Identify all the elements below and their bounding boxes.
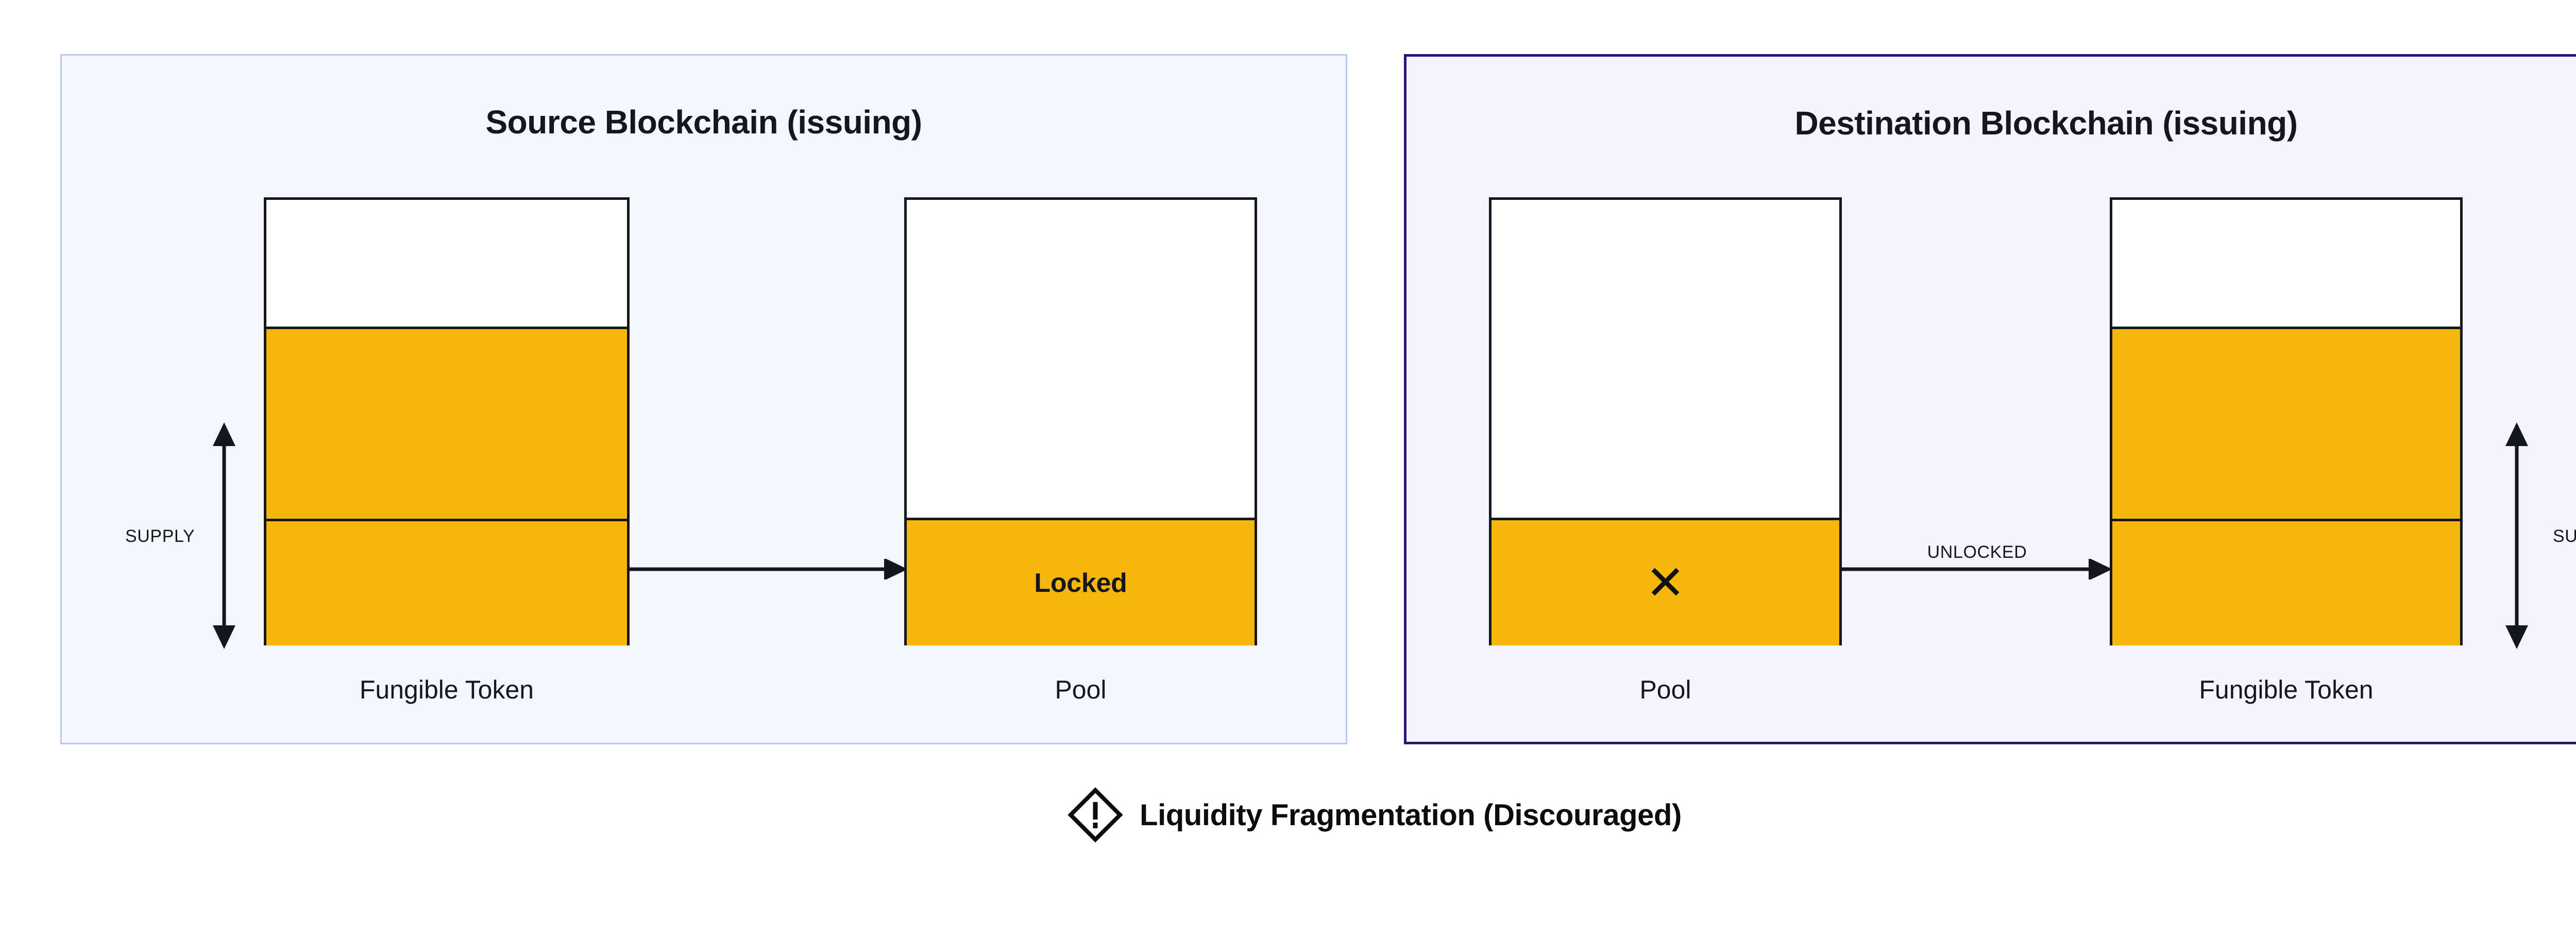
source-pool-locked-segment: Locked (907, 518, 1255, 645)
footer-warning-text: Liquidity Fragmentation (Discouraged) (1140, 798, 1682, 832)
destination-fungible-token-caption: Fungible Token (2199, 675, 2374, 704)
supply-label-left: SUPPLY (125, 526, 195, 546)
footer-warning-note: Liquidity Fragmentation (Discouraged) (0, 787, 2576, 843)
source-token-segment-upper (266, 327, 627, 519)
warning-diamond-icon (1067, 787, 1123, 843)
destination-pool-caption: Pool (1639, 675, 1691, 704)
unlock-flow-arrow-icon (1842, 559, 2112, 579)
x-mark-icon: ✕ (1645, 555, 1686, 610)
lock-flow-arrow-icon (630, 559, 908, 579)
source-fungible-token-bar (264, 197, 630, 645)
destination-fungible-token-bar (2110, 197, 2463, 645)
destination-panel-title: Destination Blockchain (issuing) (1794, 105, 2298, 142)
source-fungible-token-caption: Fungible Token (359, 675, 534, 704)
source-token-segment-lower (266, 519, 627, 645)
unlocked-label: UNLOCKED (1927, 542, 2027, 562)
destination-token-segment-upper (2112, 327, 2460, 519)
source-panel-title: Source Blockchain (issuing) (485, 104, 922, 141)
source-pool-bar: Locked (904, 197, 1257, 645)
locked-label: Locked (1034, 568, 1127, 598)
source-pool-caption: Pool (1055, 675, 1107, 704)
supply-arrow-right-icon (2501, 422, 2532, 649)
destination-token-segment-lower (2112, 519, 2460, 645)
supply-arrow-left-icon (209, 422, 240, 649)
destination-pool-segment: ✕ (1492, 518, 1839, 645)
destination-pool-bar: ✕ (1489, 197, 1842, 645)
supply-label-right: SUPPLY (2553, 526, 2576, 546)
